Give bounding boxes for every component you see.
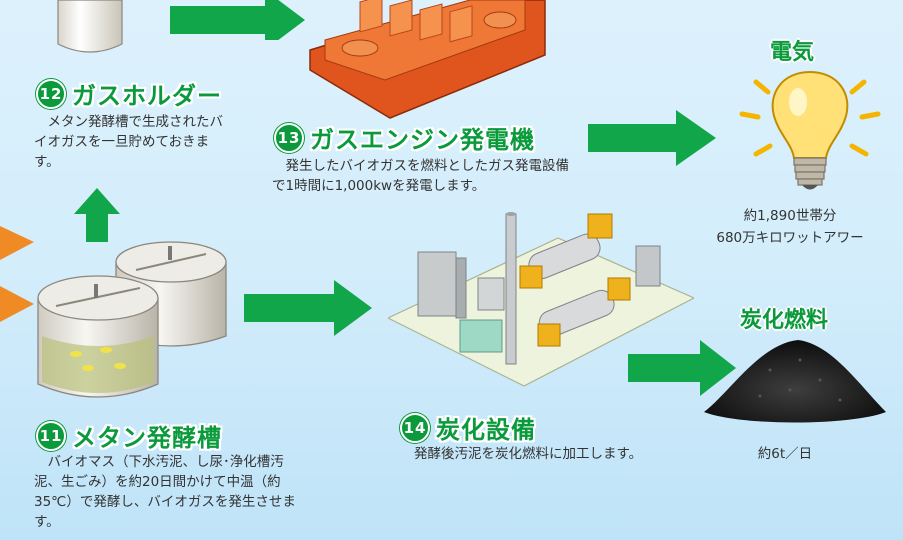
arrow-fermenter-to-holder	[74, 188, 120, 242]
electricity-label: 電気	[770, 40, 815, 65]
carbonization-title-text: 炭化設備	[436, 416, 536, 444]
carbonized-fuel-label: 炭化燃料	[740, 308, 829, 333]
gas-holder-title: 12 ガスホルダー	[36, 76, 222, 111]
methane-tank-description: バイオマス（下水汚泥、し尿･浄化槽汚泥、生ごみ）を約20日間かけて中温（約35℃…	[34, 454, 296, 530]
methane-tank-title: 11 メタン発酵槽	[36, 418, 222, 453]
carbonized-fuel-pile-illustration	[704, 340, 886, 423]
electricity-kwh: 680万キロワットアワー	[716, 230, 864, 246]
arrow-engine-to-electricity	[588, 110, 716, 166]
gas-engine-description: 発生したバイオガスを燃料としたガス発電設備で1時間に1,000kwを発電します。	[272, 158, 569, 194]
step-number-11: 11	[36, 420, 66, 451]
gas-engine-title-text: ガスエンジン発電機	[310, 126, 535, 154]
gas-holder-title-text: ガスホルダー	[72, 82, 222, 110]
light-bulb-icon	[739, 70, 881, 190]
methane-tank-title-text: メタン発酵槽	[72, 424, 222, 452]
carbonization-title: 14 炭化設備	[400, 410, 536, 445]
carbonization-facility-illustration	[388, 212, 694, 387]
arrow-holder-to-engine	[170, 0, 305, 40]
methane-tank-illustration	[37, 241, 227, 398]
gas-engine-illustration	[309, 0, 546, 119]
step-number-12: 12	[36, 78, 66, 109]
step-number-13: 13	[274, 122, 304, 153]
input-arrows	[0, 226, 34, 322]
gas-engine-title: 13 ガスエンジン発電機	[274, 120, 535, 155]
carbonized-fuel-amount: 約6t／日	[757, 446, 813, 462]
electricity-households: 約1,890世帯分	[743, 208, 837, 224]
arrow-fermenter-to-carbonizer	[244, 280, 372, 336]
gas-holder-illustration	[57, 0, 123, 53]
step-number-14: 14	[400, 412, 430, 443]
carbonization-description: 発酵後汚泥を炭化燃料に加工します。	[414, 446, 643, 462]
gas-holder-description: メタン発酵槽で生成されたバイオガスを一旦貯めておきます。	[34, 114, 223, 170]
arrow-carbonizer-to-fuel	[628, 340, 736, 396]
